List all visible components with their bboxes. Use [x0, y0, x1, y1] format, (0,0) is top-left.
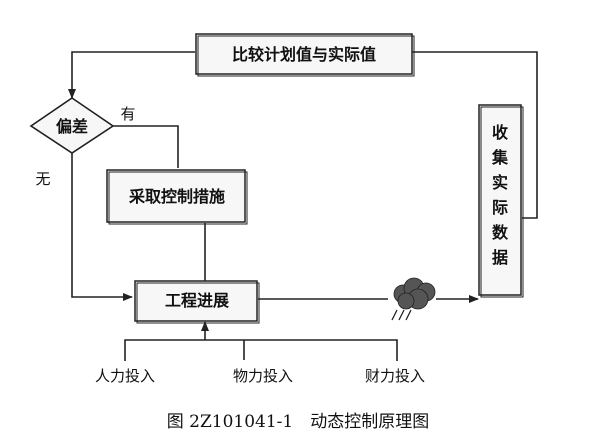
progress-box: 工程进展: [134, 280, 260, 324]
compare-to-collect-line: [410, 51, 538, 219]
action-box: 采取控制措施: [106, 169, 248, 225]
decision-label: 偏差: [56, 117, 88, 136]
action-box-label: 采取控制措施: [128, 187, 225, 206]
collect-char-5: 数: [492, 223, 509, 242]
compare-box: 比较计划值与实际值: [195, 33, 415, 77]
collect-char-1: 收: [492, 123, 508, 142]
collect-char-4: 际: [492, 198, 508, 217]
collect-char-2: 集: [491, 148, 509, 167]
disturbance-cloud-icon: [391, 277, 436, 321]
collect-char-3: 实: [492, 173, 508, 192]
collect-box: 收 集 实 际 数 据: [478, 104, 524, 298]
figure-caption: 图 2Z101041-1 动态控制原理图: [167, 412, 430, 432]
compare-to-decision-line: [68, 51, 195, 99]
progress-box-label: 工程进展: [165, 291, 230, 310]
no-label: 无: [35, 170, 50, 188]
decision-no-line: [71, 152, 133, 301]
inputs-bracket: [124, 339, 398, 361]
input-label-human: 人力投入: [95, 367, 155, 385]
decision-yes-line: [113, 125, 179, 168]
decision-diamond: 偏差: [29, 97, 115, 154]
input-label-financial: 财力投入: [365, 367, 425, 385]
yes-label: 有: [120, 105, 135, 123]
input-label-material: 物力投入: [233, 367, 293, 385]
collect-char-6: 据: [492, 248, 508, 267]
connectors: [68, 51, 538, 361]
compare-box-label: 比较计划值与实际值: [232, 45, 376, 64]
